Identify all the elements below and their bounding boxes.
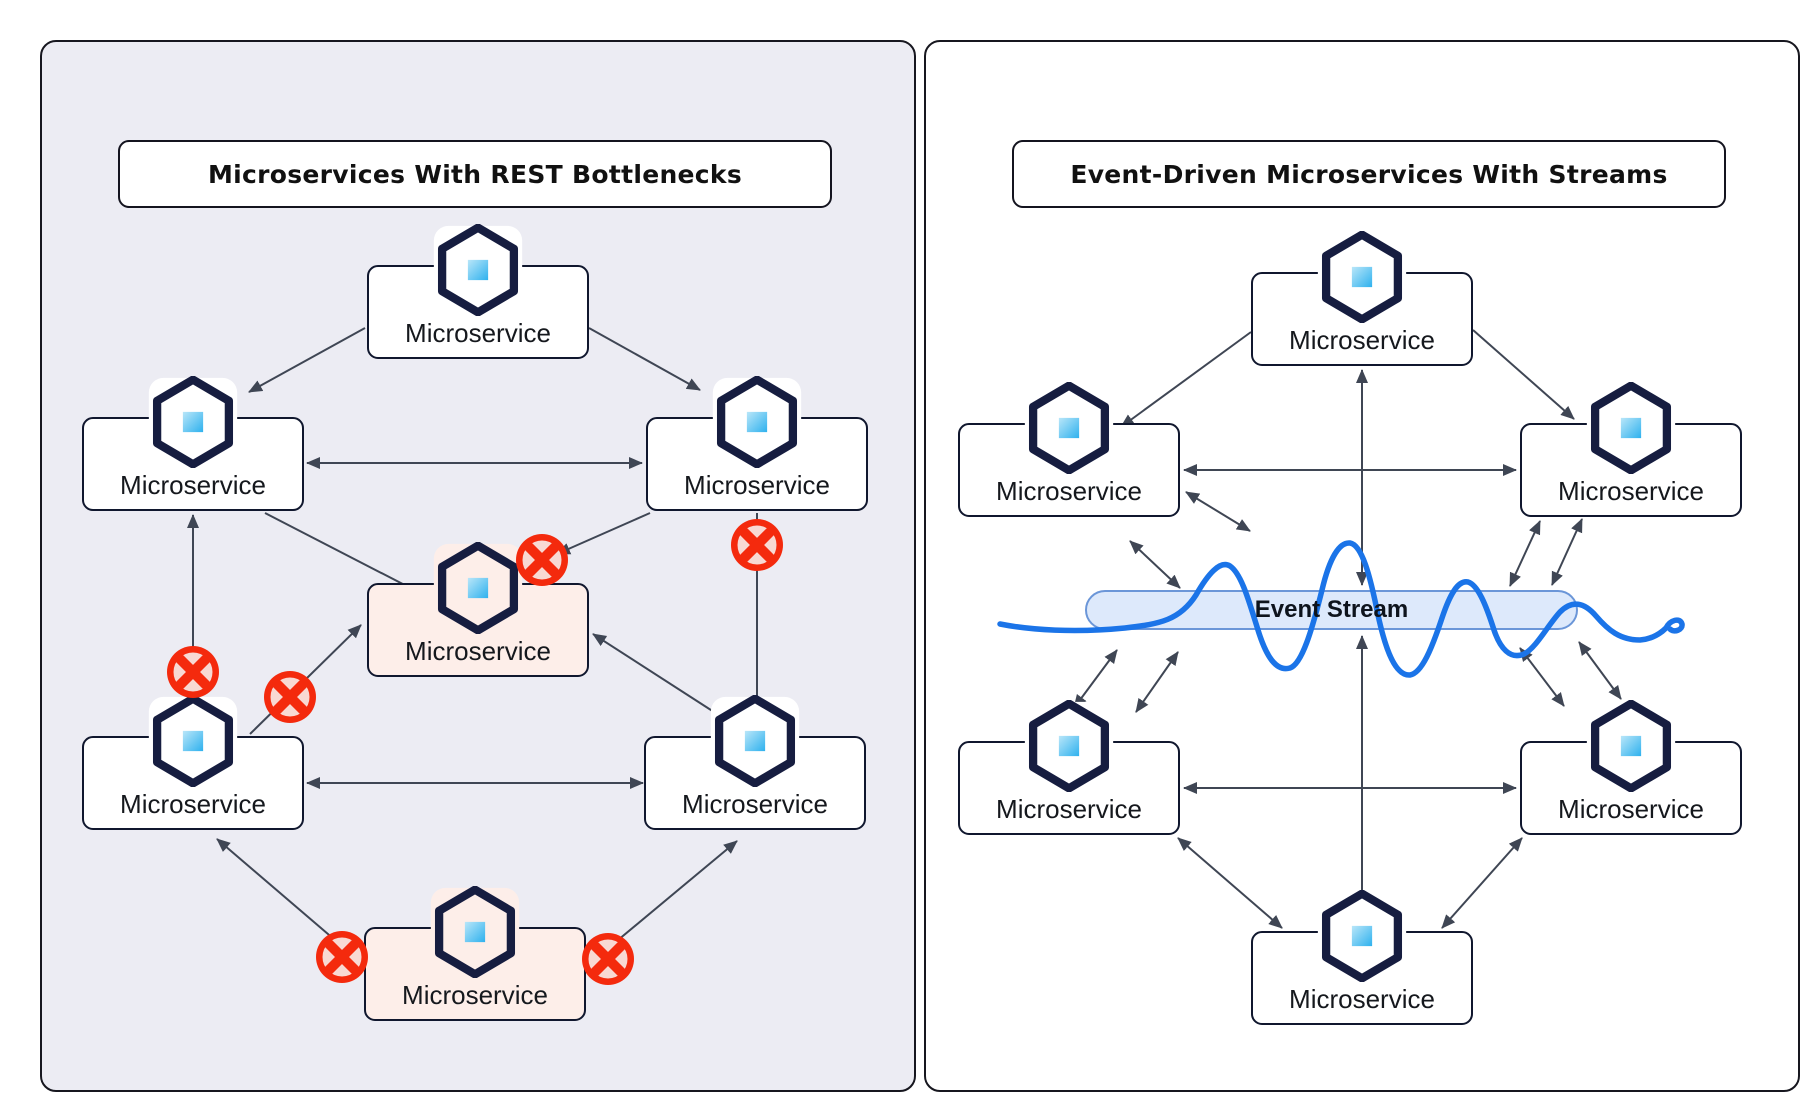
error-x-icon [515, 533, 569, 587]
error-x-icon [315, 930, 369, 984]
event-stream-label: Event Stream [1254, 596, 1409, 623]
node-label: Microservice [405, 636, 551, 666]
hexagon-service-icon [711, 375, 803, 469]
diagram-title-right-text: Event-Driven Microservices With Streams [1070, 159, 1668, 189]
node-label: Microservice [996, 794, 1142, 824]
node-label: Microservice [1558, 794, 1704, 824]
hexagon-service-icon [429, 885, 521, 979]
diagram-title-right: Event-Driven Microservices With Streams [1012, 140, 1726, 208]
diagram-title-left: Microservices With REST Bottlenecks [118, 140, 832, 208]
hexagon-service-icon [1316, 889, 1408, 983]
hexagon-service-icon [432, 223, 524, 317]
hexagon-service-icon [1585, 381, 1677, 475]
hexagon-service-icon [1023, 381, 1115, 475]
hexagon-service-icon [709, 694, 801, 788]
node-label: Microservice [1289, 984, 1435, 1014]
error-x-icon [730, 518, 784, 572]
node-label: Microservice [402, 980, 548, 1010]
error-x-icon [581, 932, 635, 986]
node-label: Microservice [684, 470, 830, 500]
error-x-icon [166, 645, 220, 699]
node-label: Microservice [996, 476, 1142, 506]
node-label: Microservice [120, 470, 266, 500]
hexagon-service-icon [1585, 699, 1677, 793]
hexagon-service-icon [147, 375, 239, 469]
node-label: Microservice [405, 318, 551, 348]
hexagon-service-icon [432, 541, 524, 635]
hexagon-service-icon [147, 694, 239, 788]
hexagon-service-icon [1023, 699, 1115, 793]
hexagon-service-icon [1316, 230, 1408, 324]
diagram-title-left-text: Microservices With REST Bottlenecks [207, 159, 743, 189]
node-label: Microservice [682, 789, 828, 819]
node-label: Microservice [1289, 325, 1435, 355]
error-x-icon [263, 670, 317, 724]
node-label: Microservice [1558, 476, 1704, 506]
node-label: Microservice [120, 789, 266, 819]
